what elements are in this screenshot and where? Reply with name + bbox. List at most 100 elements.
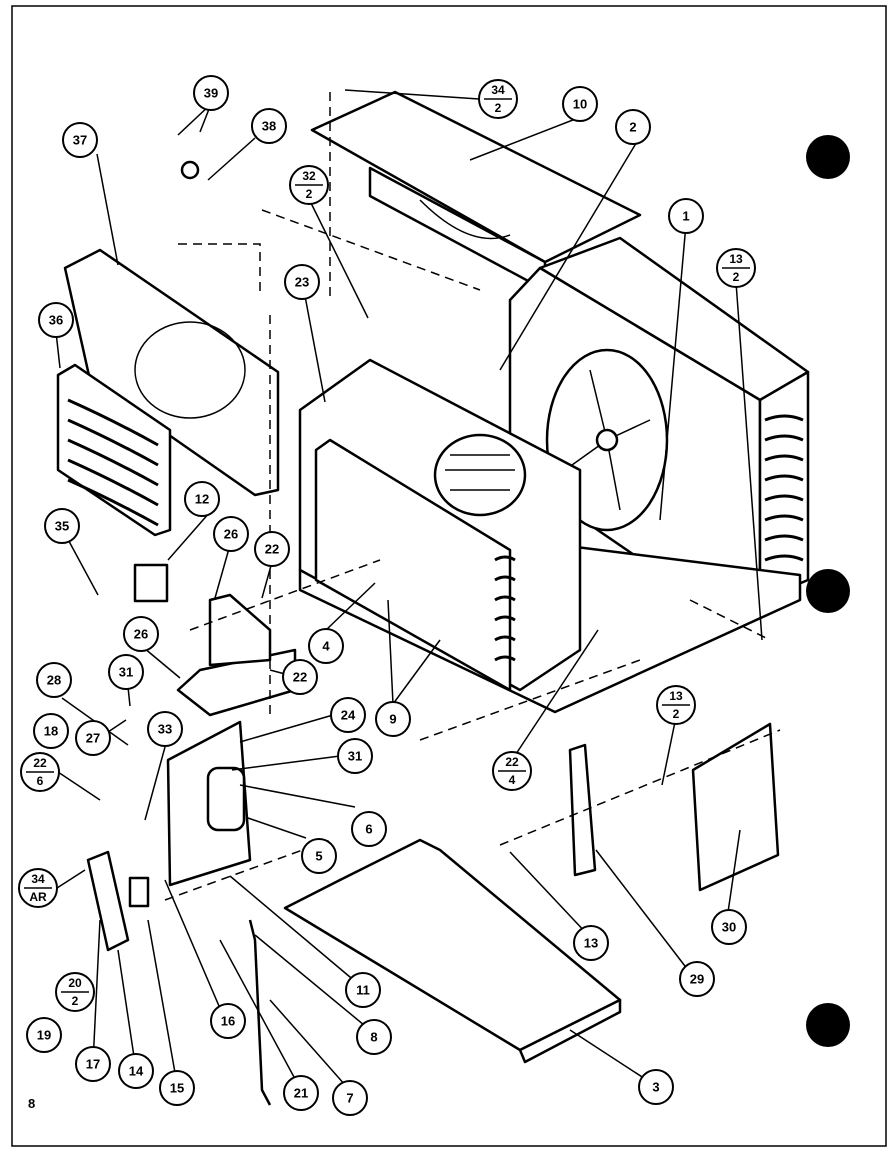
callout-31-lower: 31 [337,738,373,774]
callout-26-lower: 26 [123,616,159,652]
svg-text:38: 38 [262,119,276,134]
svg-text:20: 20 [68,976,82,990]
svg-text:6: 6 [37,774,44,788]
control-panel [86,850,130,952]
small-bracket [133,563,169,603]
svg-text:2: 2 [673,707,680,721]
svg-text:18: 18 [44,724,58,739]
callout-38: 38 [251,108,287,144]
binder-hole-bottom [806,1003,850,1047]
svg-text:23: 23 [295,275,309,290]
callout-33: 33 [147,711,183,747]
svg-text:4: 4 [322,639,330,654]
callout-24: 24 [330,697,366,733]
condenser-coil-frame [758,370,810,602]
callout-22-over-6: 22 6 [20,752,60,792]
callout-29: 29 [679,961,715,997]
callout-20-over-2: 20 2 [55,972,95,1012]
svg-text:30: 30 [722,920,736,935]
heater-coils [67,398,159,527]
svg-text:24: 24 [341,708,356,723]
svg-text:12: 12 [195,492,209,507]
callout-7: 7 [332,1080,368,1116]
drain-pan-edge [518,998,622,1064]
callout-32-over-2: 32 2 [289,165,329,205]
svg-text:13: 13 [729,252,743,266]
top-cover-opening [419,199,511,240]
callout-34-over-2: 34 2 [478,79,518,119]
callout-15: 15 [159,1070,195,1106]
svg-text:13: 13 [669,689,683,703]
svg-text:10: 10 [573,97,587,112]
callout-36: 36 [38,302,74,338]
svg-text:29: 29 [690,972,704,987]
svg-text:19: 19 [37,1028,51,1043]
callout-4: 4 [308,628,344,664]
svg-text:7: 7 [346,1091,353,1106]
svg-text:31: 31 [348,749,362,764]
callout-23: 23 [284,264,320,300]
callout-26-upper: 26 [213,516,249,552]
svg-text:15: 15 [170,1081,184,1096]
svg-text:31: 31 [119,665,133,680]
svg-text:8: 8 [370,1030,377,1045]
leader-34-over-2 [344,89,480,100]
svg-text:32: 32 [302,169,316,183]
evaporator-coil-face [314,438,512,692]
svg-text:1: 1 [682,209,689,224]
callout-31-upper: 31 [108,654,144,690]
svg-text:11: 11 [356,983,370,998]
svg-text:4: 4 [509,773,516,787]
svg-text:22: 22 [265,542,279,557]
callout-16: 16 [210,1003,246,1039]
svg-text:16: 16 [221,1014,235,1029]
assembly-dashed-lines [164,92,781,901]
callout-6: 6 [351,811,387,847]
binder-hole-middle [806,569,850,613]
leader-lines [39,103,763,1095]
callout-12: 12 [184,481,220,517]
callout-3: 3 [638,1069,674,1105]
callout-2: 2 [615,109,651,145]
callout-39: 39 [193,75,229,111]
svg-text:2: 2 [72,994,79,1008]
callout-22-over-4: 22 4 [492,751,532,791]
callout-13-over-2-lower: 13 2 [656,685,696,725]
svg-text:17: 17 [86,1057,100,1072]
leader-34-over-ar [56,869,86,889]
svg-text:26: 26 [224,527,238,542]
svg-text:22: 22 [505,755,519,769]
fan-blades [564,369,651,511]
svg-text:9: 9 [389,712,396,727]
callout-11: 11 [345,972,381,1008]
svg-text:3: 3 [652,1080,659,1095]
svg-text:33: 33 [158,722,172,737]
svg-text:2: 2 [495,101,502,115]
svg-text:22: 22 [33,756,47,770]
svg-text:28: 28 [47,673,61,688]
callout-35: 35 [44,508,80,544]
callout-13: 13 [573,925,609,961]
svg-text:26: 26 [134,627,148,642]
callout-27: 27 [75,720,111,756]
condenser-coil [764,414,804,562]
drain-pan [283,838,622,1052]
callout-18: 18 [33,713,69,749]
svg-text:39: 39 [204,86,218,101]
callout-9: 9 [375,701,411,737]
svg-text:2: 2 [629,120,636,135]
svg-text:27: 27 [86,731,100,746]
callout-17: 17 [75,1046,111,1082]
capacitor [206,766,246,832]
fan-hub [595,428,619,452]
page-border [11,5,887,1147]
blower-vanes [445,454,515,491]
callout-22-lower: 22 [282,659,318,695]
top-cover-panel [310,90,642,264]
blower-wheel [433,433,527,517]
callout-28: 28 [36,662,72,698]
callout-10: 10 [562,86,598,122]
control-switch [128,876,150,908]
